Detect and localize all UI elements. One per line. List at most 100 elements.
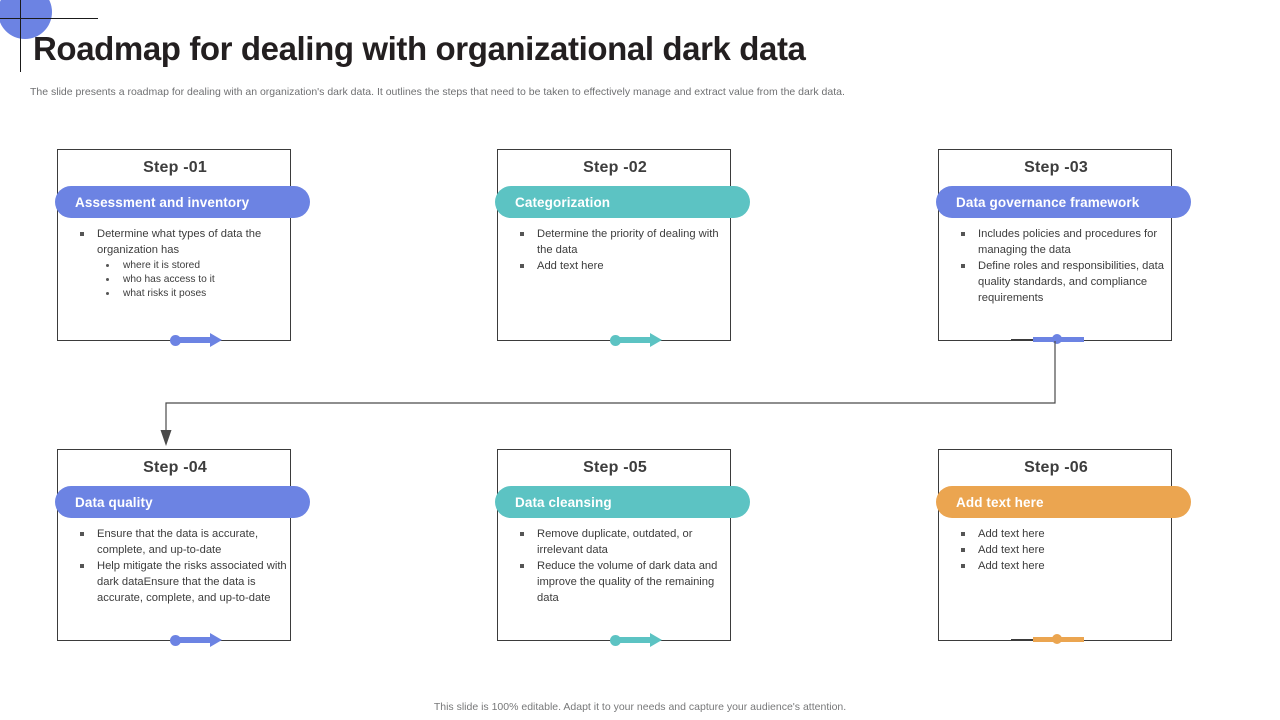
bullet-text: Add text here [978, 544, 1045, 556]
bullet-item: Add text here [957, 542, 1169, 558]
connector-bar [619, 337, 654, 343]
bullet-text: Help mitigate the risks associated with … [97, 560, 287, 604]
step-card-body: Determine the priority of dealing with t… [516, 226, 728, 274]
bullet-item: Add text here [957, 526, 1169, 542]
connector-dot-icon [1052, 334, 1062, 344]
bullet-text: Ensure that the data is accurate, comple… [97, 528, 259, 556]
step-card-title: Step -04 [143, 459, 207, 476]
step-arrow-connector [598, 633, 668, 648]
connector-dot-icon [1052, 634, 1062, 644]
sub-bullet-item: where it is stored [97, 259, 288, 273]
connector-bar-right [1060, 637, 1084, 642]
bullet-text: Add text here [537, 260, 604, 272]
connector-dot-icon [170, 635, 181, 646]
connector-arrowhead-icon [210, 633, 222, 647]
connector-bar [179, 337, 214, 343]
bullet-item: Add text here [957, 558, 1169, 574]
bullet-square-icon [961, 232, 965, 236]
step-arrow-connector [158, 333, 228, 348]
step-arrow-connector [158, 633, 228, 648]
step-card-body: Determine what types of data the organiz… [76, 226, 288, 301]
bullet-dot-icon [106, 278, 109, 281]
bullet-square-icon [520, 232, 524, 236]
bullet-square-icon [520, 264, 524, 268]
step-card-pill[interactable]: Assessment and inventory [55, 186, 310, 218]
connector-bar-right [1060, 337, 1084, 342]
connector-dot-icon [170, 335, 181, 346]
bullet-item: Remove duplicate, outdated, or irrelevan… [516, 526, 728, 558]
step-card-title: Step -06 [1024, 459, 1088, 476]
bullet-square-icon [80, 532, 84, 536]
bullet-item: Define roles and responsibilities, data … [957, 258, 1169, 306]
step-card-pill[interactable]: Data cleansing [495, 486, 750, 518]
step-card-title: Step -02 [583, 159, 647, 176]
bullet-dot-icon [106, 264, 109, 267]
elbow-connector-step03-to-step04 [160, 341, 1056, 446]
page-title: Roadmap for dealing with organizational … [33, 30, 806, 67]
step-card-body: Ensure that the data is accurate, comple… [76, 526, 288, 606]
connector-stub [598, 640, 614, 641]
bullet-square-icon [961, 548, 965, 552]
step-card-title: Step -03 [1024, 159, 1088, 176]
sub-bullet-item: what risks it poses [97, 287, 288, 301]
footer-note: This slide is 100% editable. Adapt it to… [433, 701, 847, 713]
bullet-text: Determine what types of data the organiz… [97, 228, 262, 256]
sub-bullet-item: who has access to it [97, 273, 288, 287]
bullet-list: Includes policies and procedures for man… [957, 226, 1169, 306]
step-card-title: Step -01 [143, 159, 207, 176]
bullet-square-icon [961, 564, 965, 568]
bullet-dot-icon [106, 292, 109, 295]
step-flat-connector [1011, 633, 1103, 648]
connector-stub [1011, 339, 1033, 340]
bullet-text: Add text here [978, 560, 1045, 572]
step-card-body: Remove duplicate, outdated, or irrelevan… [516, 526, 728, 606]
sub-bullet-text: what risks it poses [123, 288, 207, 299]
step-card-pill[interactable]: Data governance framework [936, 186, 1191, 218]
step-arrow-connector [598, 333, 668, 348]
connector-arrowhead-icon [210, 333, 222, 347]
bullet-text: Determine the priority of dealing with t… [537, 228, 719, 256]
bullet-list: Determine what types of data the organiz… [76, 226, 288, 301]
bullet-list: Ensure that the data is accurate, comple… [76, 526, 288, 606]
bullet-item: Ensure that the data is accurate, comple… [76, 526, 288, 558]
bullet-square-icon [520, 564, 524, 568]
bullet-item: Includes policies and procedures for man… [957, 226, 1169, 258]
bullet-item: Add text here [516, 258, 728, 274]
connector-stub [158, 340, 174, 341]
step-card-pill[interactable]: Add text here [936, 486, 1191, 518]
bullet-square-icon [961, 264, 965, 268]
bullet-item: Determine the priority of dealing with t… [516, 226, 728, 258]
step-card-title: Step -05 [583, 459, 647, 476]
bullet-text: Define roles and responsibilities, data … [978, 260, 1164, 304]
step-card-pill[interactable]: Categorization [495, 186, 750, 218]
bullet-square-icon [961, 532, 965, 536]
sub-bullet-text: where it is stored [123, 260, 201, 271]
connector-stub [158, 640, 174, 641]
connector-bar [179, 637, 214, 643]
bullet-item: Help mitigate the risks associated with … [76, 558, 288, 606]
bullet-text: Remove duplicate, outdated, or irrelevan… [537, 528, 693, 556]
connector-stub [1011, 639, 1033, 640]
bullet-square-icon [80, 232, 84, 236]
bullet-item: Determine what types of data the organiz… [76, 226, 288, 301]
connector-arrowhead-icon [650, 333, 662, 347]
connector-arrowhead-icon [650, 633, 662, 647]
step-card-body: Includes policies and procedures for man… [957, 226, 1169, 306]
bullet-list: Determine the priority of dealing with t… [516, 226, 728, 274]
page-subtitle: The slide presents a roadmap for dealing… [30, 86, 845, 98]
connector-dot-icon [610, 335, 621, 346]
step-card-pill[interactable]: Data quality [55, 486, 310, 518]
step-flat-connector [1011, 333, 1103, 348]
bullet-square-icon [80, 564, 84, 568]
bullet-square-icon [520, 532, 524, 536]
bullet-text: Add text here [978, 528, 1045, 540]
